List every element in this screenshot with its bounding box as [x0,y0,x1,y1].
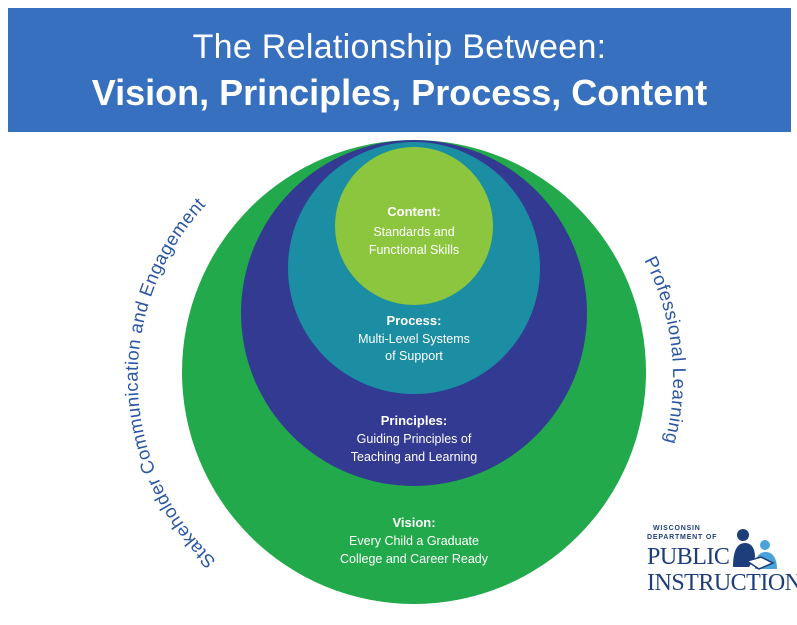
process-line-2: of Support [385,349,443,363]
logo-department-of: DEPARTMENT OF [647,534,718,541]
principles-line-2: Teaching and Learning [351,450,478,464]
logo-wisconsin: WISCONSIN [653,525,701,532]
process-line-1: Multi-Level Systems [358,332,470,346]
reading-family-icon [733,529,777,570]
vision-heading: Vision: [392,515,435,530]
title-banner: The Relationship Between: Vision, Princi… [8,8,791,132]
vision-line-1: Every Child a Graduate [349,534,479,548]
content-circle [335,147,493,305]
logo-public: PUBLIC [647,544,730,570]
professional-learning-arc-label: Professional Learning [641,253,691,447]
principles-line-1: Guiding Principles of [357,432,472,446]
logo-instruction: INSTRUCTION [647,570,797,596]
dpi-logo: WISCONSIN DEPARTMENT OF PUBLIC INSTRUCTI… [647,525,797,607]
vision-line-2: College and Career Ready [340,552,489,566]
content-line-1: Standards and [373,225,454,239]
content-heading: Content: [387,204,440,219]
title-line-1: The Relationship Between: [192,28,607,66]
title-line-2: Vision, Principles, Process, Content [91,72,708,113]
principles-heading: Principles: [381,413,447,428]
professional-learning-arc-text: Professional Learning [641,253,690,447]
content-line-2: Functional Skills [369,243,459,257]
process-heading: Process: [387,313,442,328]
